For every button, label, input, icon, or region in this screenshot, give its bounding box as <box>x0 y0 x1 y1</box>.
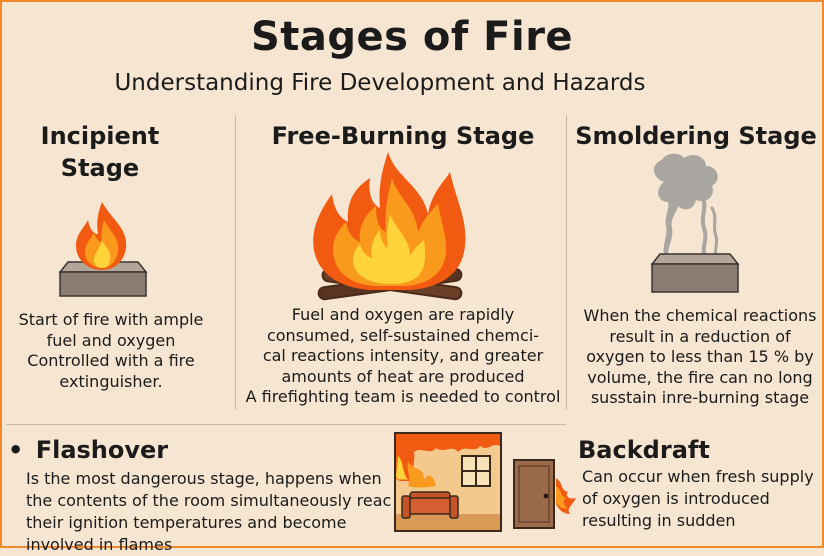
divider-vertical-1 <box>235 115 236 410</box>
flashover-line: Is the most dangerous stage, happens whe… <box>26 469 382 488</box>
backdraft-line: of oxygen is introduced <box>582 489 770 508</box>
bullet-icon: • <box>8 436 24 464</box>
flashover-title: Flashover <box>35 436 169 464</box>
incipient-line: Controlled with a fire <box>27 351 195 370</box>
backdraft-description: Can occur when fresh supply of oxygen is… <box>582 466 818 532</box>
flashover-room-icon <box>394 432 502 532</box>
backdraft-line: resulting in sudden <box>582 511 736 530</box>
incipient-description: Start of fire with ample fuel and oxygen… <box>0 310 222 392</box>
backdraft-heading: Backdraft <box>578 436 710 464</box>
smoldering-description: When the chemical reactions result in a … <box>578 306 822 409</box>
incipient-fire-icon <box>58 202 148 297</box>
free-burning-line: Fuel and oxygen are rapidly <box>291 305 515 324</box>
smoldering-smoke-icon <box>650 153 740 293</box>
flashover-line: involved in flames <box>26 535 173 554</box>
smoldering-line: susstain inre-burning stage <box>590 388 810 407</box>
free-burning-heading: Free-Burning Stage <box>271 122 535 150</box>
incipient-heading-line2: Stage <box>60 154 140 182</box>
divider-horizontal <box>6 424 566 425</box>
free-burning-line: amounts of heat are produced <box>281 366 525 386</box>
free-burning-line: cal reactions intensity, and greater <box>262 346 544 365</box>
flashover-line: the contents of the room simultaneously … <box>26 491 392 510</box>
smoldering-heading: Smoldering Stage <box>575 122 817 150</box>
flashover-line: their ignition temperatures and become <box>26 513 347 532</box>
page-subtitle: Understanding Fire Development and Hazar… <box>114 70 646 96</box>
divider-vertical-2 <box>566 115 567 410</box>
incipient-line: fuel and oxygen <box>46 330 176 350</box>
smoldering-line: oxygen to less than 15 % by <box>586 347 814 366</box>
smoldering-line: When the chemical reactions <box>583 306 817 325</box>
free-burning-line: consumed, self-sustained chemci- <box>266 325 540 345</box>
free-burning-line: A firefighting team is needed to control <box>245 387 561 406</box>
free-burning-fire-icon <box>313 152 466 301</box>
incipient-line: Start of fire with ample <box>18 310 204 329</box>
flashover-heading: • Flashover <box>8 436 168 464</box>
incipient-heading: Incipient Stage <box>0 120 200 184</box>
incipient-line: extinguisher. <box>59 371 163 391</box>
backdraft-door-icon <box>513 459 576 529</box>
backdraft-line: Can occur when fresh supply <box>582 467 814 486</box>
flashover-description: Is the most dangerous stage, happens whe… <box>26 468 396 556</box>
page-title: Stages of Fire <box>250 14 574 60</box>
smoldering-line: volume, the fire can no long <box>587 367 813 387</box>
incipient-heading-line1: Incipient <box>40 122 160 150</box>
free-burning-description: Fuel and oxygen are rapidly consumed, se… <box>240 305 566 408</box>
smoldering-line: result in a reduction of <box>609 326 791 346</box>
